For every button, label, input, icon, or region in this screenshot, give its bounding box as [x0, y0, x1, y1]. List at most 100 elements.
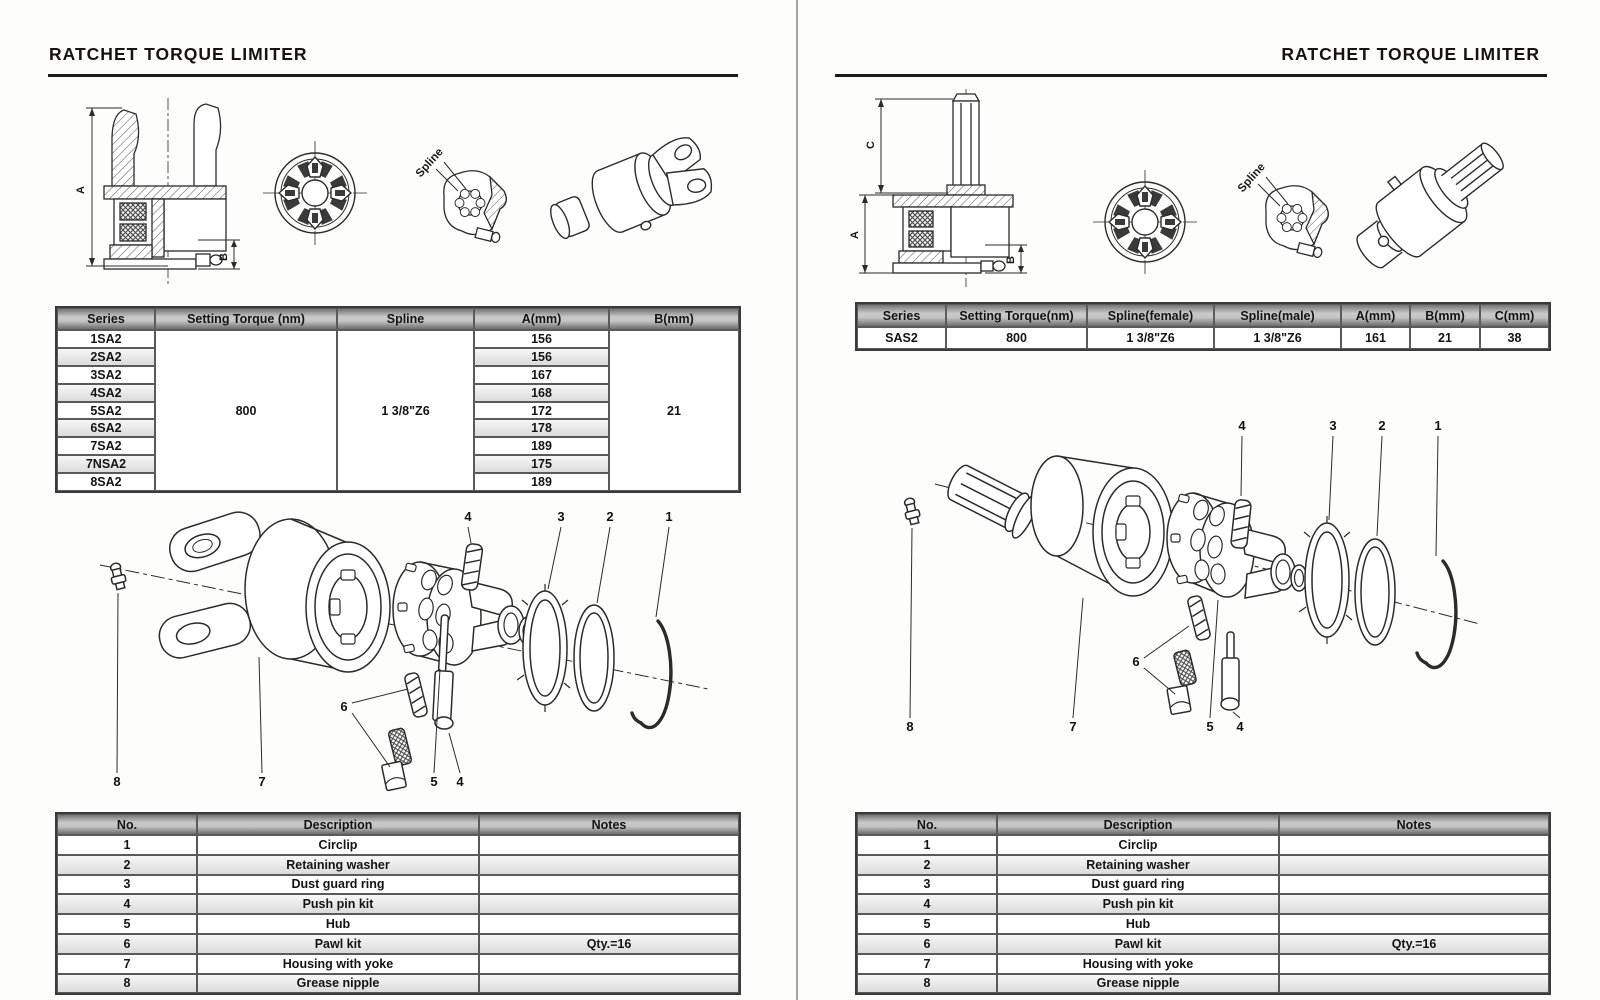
part-description-cell: Hub — [997, 914, 1279, 934]
exploded-label: 2 — [1378, 418, 1385, 433]
left-page-title: RATCHET TORQUE LIMITER — [49, 44, 308, 64]
column-header-a: A(mm) — [474, 308, 609, 330]
exploded-label: 4 — [1238, 418, 1246, 433]
exploded-label: 6 — [340, 699, 347, 714]
part-no-cell: 2 — [857, 854, 997, 875]
part-description-cell: Hub — [197, 914, 479, 934]
exploded-label: 2 — [606, 509, 613, 524]
setting-torque-cell: 800 — [946, 327, 1087, 349]
exploded-label: 7 — [1069, 719, 1076, 734]
left-spec-table: Series Setting Torque (nm) Spline A(mm) … — [55, 306, 741, 494]
column-header-spline-male: Spline(male) — [1214, 304, 1341, 327]
part-no-cell: 3 — [857, 874, 997, 895]
part-description-cell: Circlip — [197, 835, 479, 855]
column-header-b: B(mm) — [1410, 304, 1480, 327]
circlip — [630, 619, 673, 730]
part-no-cell: 8 — [857, 973, 997, 994]
dust-guard-ring — [1298, 516, 1353, 644]
grease-nipple — [903, 497, 921, 526]
part-notes-cell — [1279, 894, 1549, 915]
part-description-cell: Grease nipple — [997, 973, 1279, 994]
part-notes-cell — [1279, 914, 1549, 934]
spline-cell: 1 3/8"Z6 — [337, 330, 474, 492]
column-header-c: C(mm) — [1480, 304, 1549, 327]
part-notes-cell — [479, 835, 739, 855]
retaining-washer — [573, 604, 615, 712]
column-header-series: Series — [57, 308, 155, 330]
part-notes-cell — [479, 914, 739, 934]
part-notes-cell — [1279, 854, 1549, 875]
series-cell: 6SA2 — [57, 419, 155, 438]
exploded-label: 4 — [1236, 719, 1244, 734]
spline-label: Spline — [1236, 161, 1268, 195]
part-no-cell: 1 — [857, 835, 997, 855]
parts-header-notes: Notes — [479, 814, 739, 835]
right-iso-drawing — [1356, 142, 1504, 269]
exploded-label: 8 — [906, 719, 913, 734]
right-exploded-view: 4 3 2 1 8 7 6 5 4 — [903, 418, 1481, 734]
part-description-cell: Grease nipple — [197, 973, 479, 994]
part-notes-cell: Qty.=16 — [479, 933, 739, 954]
a-value-cell: 172 — [474, 401, 609, 420]
exploded-label: 4 — [464, 509, 472, 524]
part-notes-cell — [479, 874, 739, 895]
housing-with-yoke — [158, 511, 391, 673]
spline-label: Spline — [414, 146, 446, 180]
part-no-cell: 5 — [857, 914, 997, 934]
part-description-cell: Housing with yoke — [997, 953, 1279, 974]
part-description-cell: Pawl kit — [197, 933, 479, 954]
right-side-section-drawing: C A B — [849, 89, 1027, 287]
left-technical-drawings: A B — [75, 98, 713, 286]
part-description-cell: Dust guard ring — [997, 874, 1279, 895]
series-cell: 7NSA2 — [57, 455, 155, 474]
part-description-cell: Push pin kit — [197, 894, 479, 915]
exploded-label: 5 — [1206, 719, 1213, 734]
series-cell: 3SA2 — [57, 365, 155, 384]
right-spec-table: Series Setting Torque(nm) Spline(female)… — [855, 302, 1551, 351]
circlip — [1415, 559, 1458, 670]
part-notes-cell — [479, 854, 739, 875]
part-notes-cell — [1279, 874, 1549, 895]
pawl-spring — [460, 543, 484, 591]
left-front-view-drawing — [263, 141, 367, 245]
part-no-cell: 4 — [857, 894, 997, 915]
part-description-cell: Retaining washer — [997, 854, 1279, 875]
exploded-label: 3 — [557, 509, 564, 524]
a-value-cell: 189 — [474, 473, 609, 492]
dust-guard-ring — [516, 584, 571, 712]
right-page-title: RATCHET TORQUE LIMITER — [1281, 44, 1540, 64]
part-description-cell: Housing with yoke — [197, 953, 479, 974]
series-cell: 1SA2 — [57, 330, 155, 348]
part-notes-cell — [479, 953, 739, 974]
right-technical-drawings: C A B — [849, 89, 1504, 287]
series-cell: SAS2 — [857, 327, 946, 349]
left-spline-detail-drawing: Spline — [414, 146, 507, 244]
series-cell: 2SA2 — [57, 347, 155, 366]
part-no-cell: 4 — [57, 894, 197, 915]
column-header-spline: Spline — [337, 308, 474, 330]
left-title-rule — [48, 74, 738, 77]
column-header-torque: Setting Torque (nm) — [155, 308, 337, 330]
setting-torque-cell: 800 — [155, 330, 337, 492]
left-side-section-drawing: A B — [75, 98, 240, 286]
left-iso-drawing — [550, 137, 713, 240]
parts-header-description: Description — [197, 814, 479, 835]
exploded-label: 7 — [258, 774, 265, 789]
dimension-c-label: C — [865, 141, 877, 149]
dimension-b-label: B — [1005, 256, 1017, 264]
exploded-label: 8 — [113, 774, 120, 789]
part-description-cell: Dust guard ring — [197, 874, 479, 895]
part-no-cell: 2 — [57, 854, 197, 875]
b-value-cell: 21 — [609, 330, 739, 492]
parts-header-no: No. — [57, 814, 197, 835]
right-front-view-drawing — [1093, 170, 1197, 274]
part-no-cell: 5 — [57, 914, 197, 934]
dimension-a-label: A — [75, 186, 87, 194]
series-cell: 5SA2 — [57, 401, 155, 420]
a-value-cell: 167 — [474, 365, 609, 384]
dimension-b-label: B — [218, 253, 230, 261]
part-no-cell: 7 — [857, 953, 997, 974]
